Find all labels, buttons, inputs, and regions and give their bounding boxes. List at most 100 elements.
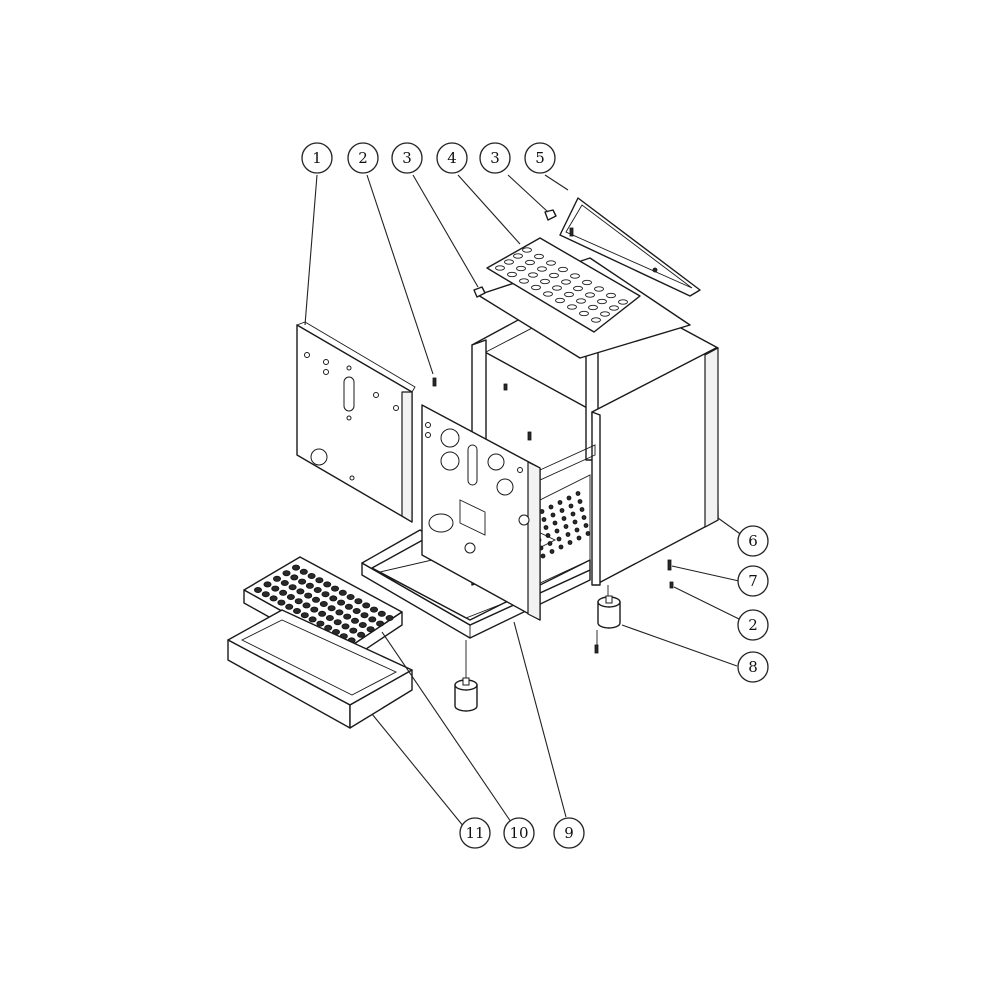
grille-slot [507, 271, 517, 278]
grate-hole [385, 615, 394, 622]
svg-text:11: 11 [465, 824, 484, 842]
grate-hole [327, 605, 336, 612]
foot-rear [596, 585, 621, 652]
grate-hole [280, 580, 289, 587]
grille-slot [588, 304, 598, 311]
grille-slot [591, 317, 601, 323]
callout-11: 11 [459, 817, 491, 849]
grate-hole [354, 598, 363, 605]
grate-hole [261, 591, 270, 598]
grille-slot [543, 291, 553, 297]
svg-text:9: 9 [564, 824, 574, 842]
floor-hole [565, 532, 571, 537]
grille-slot [516, 265, 526, 272]
grate-hole [338, 589, 347, 596]
grate-hole [343, 613, 352, 620]
side-panel-left [295, 321, 416, 523]
grate-hole [304, 592, 313, 599]
grille-slot [522, 247, 532, 253]
callout-6: 6 [737, 525, 769, 557]
grille-slot [546, 260, 556, 266]
svg-text:2: 2 [358, 149, 368, 167]
grate-hole [300, 612, 309, 619]
floor-hole [558, 544, 564, 550]
grate-hole [310, 606, 319, 613]
grate-hole [335, 609, 344, 616]
grate-hole [269, 595, 278, 602]
grate-hole [279, 589, 288, 596]
floor-hole [570, 511, 576, 517]
grate-hole [277, 599, 286, 606]
callout-3b: 3 [479, 142, 511, 174]
foot-front [454, 640, 478, 712]
grate-hole [329, 595, 338, 602]
grate-hole [318, 610, 327, 617]
grille-slot [540, 278, 550, 285]
svg-text:4: 4 [447, 149, 457, 167]
floor-hole [563, 524, 569, 529]
grate-hole [272, 575, 281, 582]
grate-hole [253, 587, 262, 594]
grille-slot [531, 284, 541, 291]
grate-hole [362, 602, 371, 609]
callout-5: 5 [524, 142, 556, 174]
callout-4: 4 [436, 142, 468, 174]
svg-text:2: 2 [748, 616, 758, 634]
grille-slot [582, 279, 592, 286]
grille-slot [552, 285, 562, 291]
grille-slot [534, 253, 544, 260]
grate-hole [291, 564, 300, 571]
floor-hole [579, 507, 585, 512]
floor-hole [552, 520, 558, 526]
svg-text:7: 7 [748, 572, 758, 590]
floor-hole [561, 516, 567, 521]
grate-hole [377, 610, 386, 617]
grate-hole [285, 603, 294, 610]
callout-1: 1 [301, 142, 333, 174]
top-grille-plate [477, 237, 691, 359]
floor-hole [577, 499, 583, 504]
grate-hole [288, 584, 297, 591]
grille-slot [579, 310, 589, 317]
callout-2b: 2 [737, 609, 769, 641]
grate-hole [282, 570, 291, 577]
grate-hole [360, 612, 369, 619]
grille-slot [549, 272, 559, 279]
grate-hole [337, 599, 346, 606]
floor-hole [585, 531, 591, 536]
grille-slot [585, 292, 595, 298]
grate-hole [263, 581, 272, 588]
floor-hole [541, 517, 547, 522]
grille-slot [576, 298, 586, 304]
svg-text:6: 6 [748, 532, 758, 550]
floor-hole [583, 523, 589, 528]
grate-hole [368, 616, 377, 623]
grate-hole [330, 585, 339, 592]
grate-hole [305, 582, 314, 589]
grate-hole [316, 620, 325, 627]
grille-slot [537, 266, 547, 272]
grille-slot [570, 273, 580, 279]
grille-slot [564, 291, 574, 298]
grate-hole [349, 627, 358, 634]
grate-hole [298, 578, 307, 585]
grate-hole [313, 587, 322, 594]
floor-hole [559, 508, 565, 513]
grate-hole [376, 620, 385, 627]
svg-text:3: 3 [402, 149, 412, 167]
grille-slot [573, 285, 583, 292]
callout-7: 7 [737, 565, 769, 597]
grate-hole [290, 574, 299, 581]
grate-hole [346, 594, 355, 601]
grate-hole [358, 622, 367, 629]
floor-hole [548, 504, 554, 510]
floor-hole [568, 503, 574, 509]
floor-hole [543, 525, 549, 530]
grille-slot [597, 298, 607, 305]
grate-hole [366, 626, 375, 633]
grate-hole [299, 568, 308, 575]
grate-hole [350, 617, 359, 624]
svg-text:1: 1 [312, 149, 322, 167]
grille-slot [594, 286, 604, 292]
